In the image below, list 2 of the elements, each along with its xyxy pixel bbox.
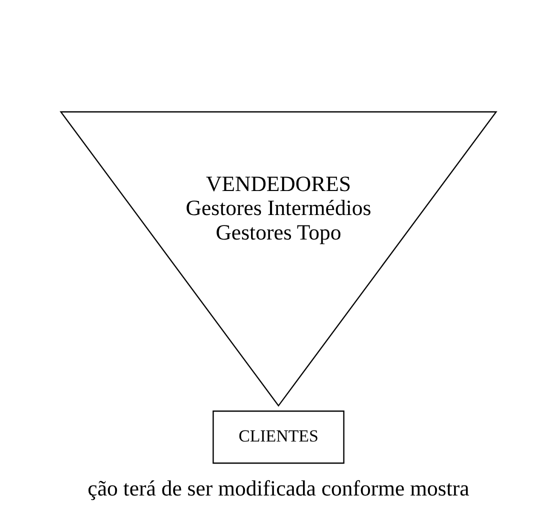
node-box: CLIENTES [212, 410, 344, 464]
label: ção terá de ser modificada conforme mostra [87, 476, 469, 500]
